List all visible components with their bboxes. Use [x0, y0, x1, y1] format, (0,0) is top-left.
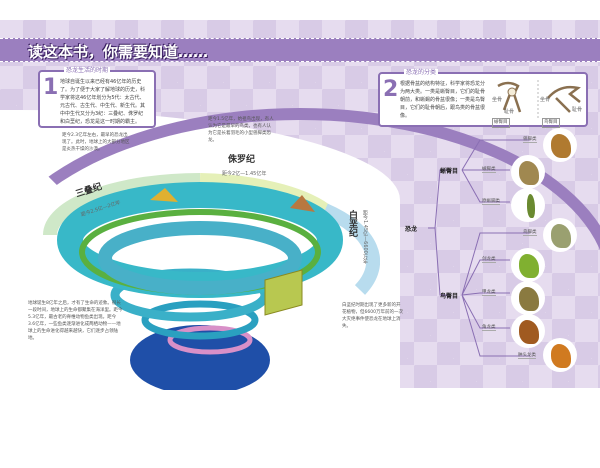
- ankylosaur-image: [511, 281, 545, 315]
- spiral-timeline-illustration: [43, 173, 380, 390]
- page-title: 读这本书，你需要知道……: [28, 43, 209, 61]
- section1-box: 1 恐龙生活的时期 地球自诞生以来已经有46亿年的历史了。为了便于大家了解地球的…: [38, 67, 156, 128]
- cretaceous-note: 白垩纪时期出现了更多新的开花植物，但6600万年前的一次大灭绝事件使恐龙在地球上…: [342, 303, 403, 329]
- header-band: 读这本书，你需要知道……: [0, 38, 600, 62]
- triassic-note: 距今2.3亿年左右，最早的恐龙出现了。此时，地球上的大部分地区是炎热干燥的沙漠。: [62, 133, 130, 152]
- stegosaur-image: [511, 248, 545, 282]
- section-number: 2: [383, 77, 399, 102]
- section2-box: 2 恐龙的分类 根据骨盆的结构特征，科学家将恐龙分为两大类。一类是蜥臀目，它们的…: [378, 69, 588, 128]
- classification-tree-lines: [428, 139, 530, 357]
- bone-label: 坐骨: [492, 97, 503, 103]
- tree-group: 鸟臀目: [440, 293, 459, 300]
- tree-group: 蜥臀目: [440, 168, 459, 175]
- section-number: 1: [43, 75, 59, 100]
- pachycephalosaur-image: [543, 338, 577, 372]
- tree-leaf: 肿头龙类: [518, 353, 536, 359]
- bone-label: 坐骨: [540, 97, 551, 103]
- tree-leaf: 兽脚类: [523, 137, 537, 143]
- tree-leaf: 原蜥脚类: [482, 199, 500, 205]
- section-title: 恐龙生活的时期: [64, 67, 111, 75]
- ceratopsian-image: [511, 314, 545, 348]
- era-label-jurassic: 侏罗纪: [228, 155, 256, 165]
- section-body: 根据骨盆的结构特征，科学家将恐龙分为两大类。一类是蜥臀目，它们的耻骨朝前，和蜥蜴…: [400, 81, 486, 119]
- tree-leaf: 鸟脚类: [523, 230, 537, 236]
- era-label-cretaceous: 白垩纪: [347, 210, 357, 237]
- caption-ornithischia: 鸟臀目: [542, 118, 560, 128]
- tree-leaf: 剑龙类: [482, 257, 496, 263]
- tree-leaf: 蜥脚类: [482, 167, 496, 173]
- tree-root: 恐龙: [405, 226, 418, 233]
- era-range-cretaceous: 距今1.45亿—6600万年: [362, 210, 368, 264]
- ornithopod-image: [543, 218, 577, 252]
- caption-saurischia: 蜥臀目: [492, 118, 510, 128]
- era-range-jurassic: 距今2亿—1.45亿年: [222, 171, 267, 177]
- bone-label: 耻骨: [504, 109, 515, 115]
- pelvis-illustration: [497, 80, 581, 120]
- tree-leaf: 甲龙类: [482, 290, 496, 296]
- sauropod-image: [511, 155, 545, 189]
- theropod-image: [543, 128, 577, 162]
- bone-label: 耻骨: [572, 107, 583, 113]
- section-body: 地球自诞生以来已经有46亿年的历史了。为了便于大家了解地球的历史，科学家将这46…: [60, 79, 146, 125]
- earth-note: 地球诞生8亿年之后，才有了生命的迹象。很长一段时间，地球上的生命都聚集在海洋里。…: [28, 301, 123, 341]
- prosauropod-image: [511, 188, 545, 222]
- tree-leaf: 角龙类: [482, 325, 496, 331]
- section-title: 恐龙的分类: [404, 69, 439, 77]
- jurassic-note: 距今1.5亿年，始祖鸟出现，有人认为它是最早的鸟类，也有人认为它是长着羽毛的小型…: [208, 117, 274, 143]
